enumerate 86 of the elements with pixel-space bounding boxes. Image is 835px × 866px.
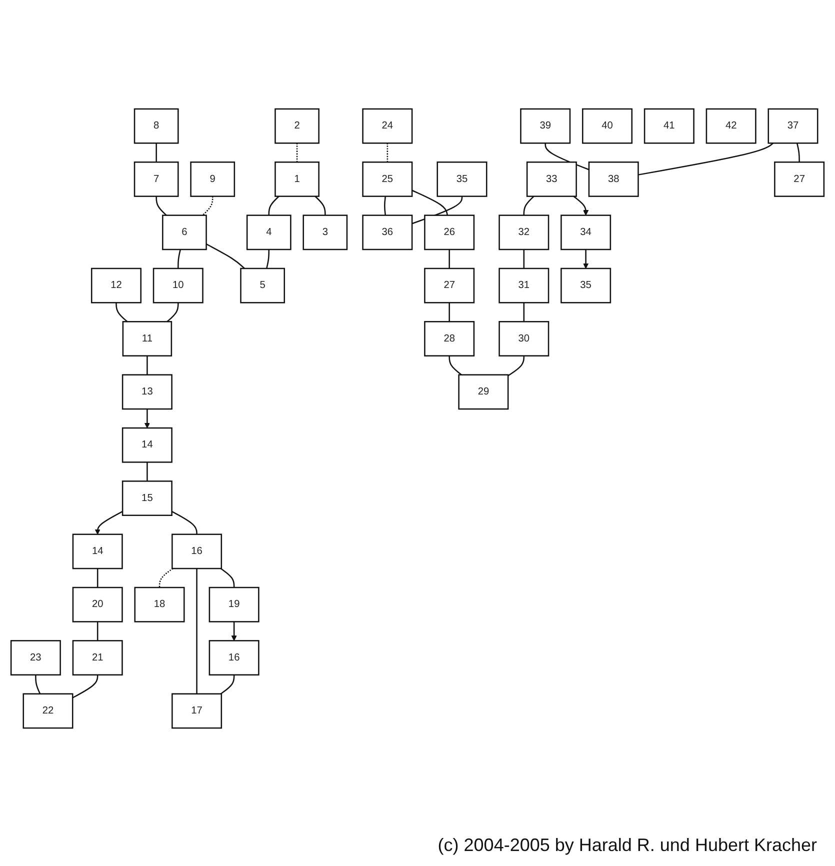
node-box: 35 <box>436 162 488 197</box>
node-box: 34 <box>560 214 612 250</box>
connector <box>523 302 525 322</box>
node-box: 29 <box>458 374 509 410</box>
node-box: 36 <box>362 214 413 250</box>
connector <box>386 143 388 162</box>
node-box: 22 <box>22 693 74 729</box>
node-box: 13 <box>122 374 172 410</box>
connector <box>412 190 448 216</box>
node-box: 27 <box>424 268 475 304</box>
connector <box>508 356 525 376</box>
node-box: 9 <box>190 162 236 197</box>
node-box: 21 <box>72 640 123 676</box>
node-box: 33 <box>526 162 577 197</box>
node-box: 2 <box>274 108 320 144</box>
arrow <box>231 622 237 641</box>
arrow <box>94 510 123 535</box>
node-box: 25 <box>362 162 413 197</box>
node-box: 42 <box>706 108 756 144</box>
connector <box>146 356 148 375</box>
connector <box>96 568 98 588</box>
connector <box>116 302 128 322</box>
connector <box>448 249 450 268</box>
connector <box>266 249 270 269</box>
connector <box>96 622 98 641</box>
node-box: 26 <box>424 214 475 250</box>
node-box: 10 <box>152 268 204 304</box>
node-box: 20 <box>72 586 123 622</box>
connector <box>172 510 198 534</box>
node-box: 15 <box>122 480 172 516</box>
node-box: 32 <box>498 214 550 250</box>
node-box: 3 <box>302 214 348 250</box>
node-box: 18 <box>134 586 185 622</box>
connector <box>268 196 280 216</box>
node-box: 35 <box>560 268 612 304</box>
node-box: 41 <box>644 108 694 144</box>
node-box: 24 <box>362 108 413 144</box>
node-box: 38 <box>588 162 639 197</box>
node-box: 16 <box>172 534 222 570</box>
node-box: 28 <box>424 321 475 356</box>
connector <box>448 356 462 376</box>
connector <box>166 302 179 322</box>
node-box: 4 <box>246 214 292 250</box>
node-box: 14 <box>122 427 172 463</box>
connector <box>35 674 41 694</box>
connector <box>314 196 326 216</box>
node-box: 27 <box>774 162 825 197</box>
connector <box>196 568 198 694</box>
arrow <box>583 249 589 269</box>
node-box: 5 <box>240 268 285 304</box>
node-box: 6 <box>162 214 207 250</box>
node-box: 31 <box>498 268 550 304</box>
arrow <box>573 196 589 216</box>
node-box: 23 <box>10 640 61 676</box>
node-box: 17 <box>172 693 222 729</box>
node-box: 30 <box>498 321 550 356</box>
connector <box>206 243 245 269</box>
node-box: 12 <box>90 268 142 304</box>
connector <box>296 143 298 162</box>
node-box: 14 <box>72 534 123 570</box>
connector <box>220 674 235 694</box>
connector <box>158 568 174 588</box>
connector <box>638 142 774 176</box>
node-box: 11 <box>122 321 172 356</box>
connector <box>448 302 450 322</box>
connector <box>156 143 157 162</box>
connector <box>178 249 182 268</box>
arrow <box>144 409 150 428</box>
connector <box>146 462 148 482</box>
connector <box>72 674 98 698</box>
connector <box>156 196 167 216</box>
node-box: 8 <box>134 108 179 144</box>
node-box: 39 <box>520 108 571 144</box>
node-box: 1 <box>274 162 320 197</box>
node-box: 16 <box>208 640 260 676</box>
connector <box>220 568 235 588</box>
node-box: 7 <box>134 162 179 197</box>
connector <box>202 196 214 216</box>
connector <box>523 196 534 216</box>
copyright-note: (c) 2004-2005 by Harald R. und Hubert Kracher <box>436 834 818 857</box>
node-box: 19 <box>208 586 260 622</box>
connector <box>523 249 525 268</box>
connector <box>796 143 800 162</box>
node-box: 40 <box>582 108 633 144</box>
connector <box>384 196 386 216</box>
node-box: 37 <box>768 108 818 144</box>
